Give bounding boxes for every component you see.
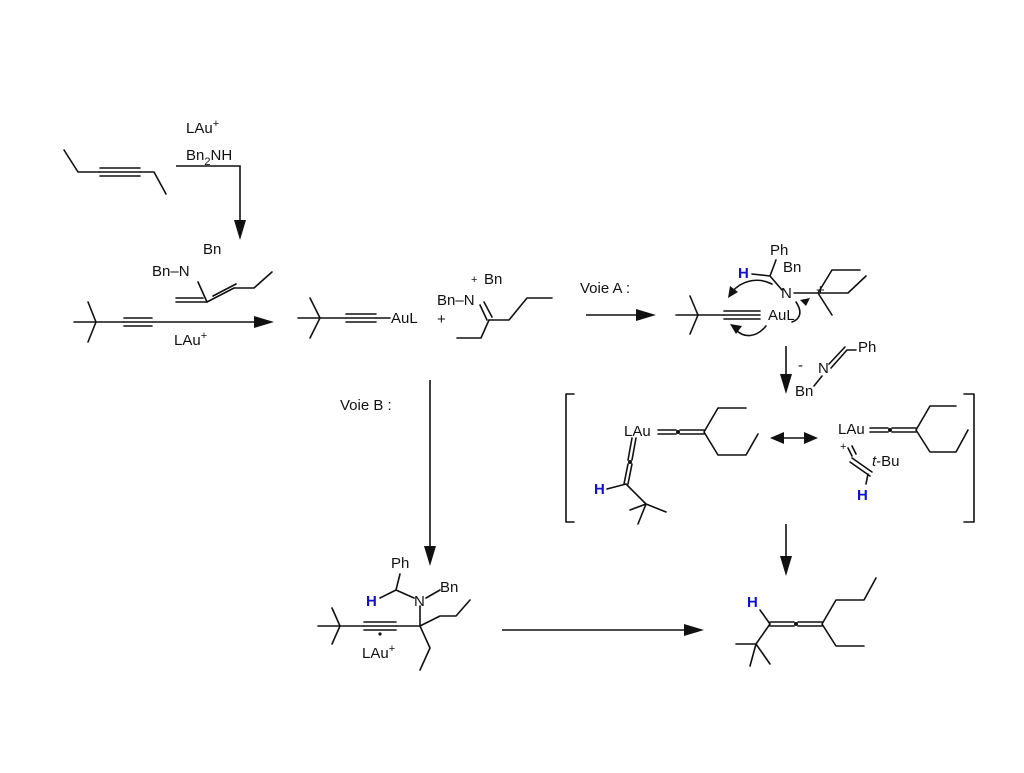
- res-left-lau: LAu: [624, 423, 651, 440]
- iminium-charge: +: [471, 274, 477, 286]
- amine-h-blue: H: [366, 593, 377, 610]
- imine-n: N: [818, 360, 829, 377]
- svg-text:LAu+: LAu+: [174, 330, 207, 349]
- amine-n: N: [414, 593, 425, 610]
- gold-acetylide: AuL: [297, 297, 418, 339]
- arrow-b-to-allene: [502, 624, 704, 636]
- iminium-bn-top: Bn: [484, 271, 502, 288]
- complex-plus: +: [816, 282, 825, 299]
- complex-bn: Bn: [783, 259, 801, 276]
- enamine-bn-top: Bn: [203, 241, 221, 258]
- svg-text:t-Bu: t-Bu: [872, 453, 900, 470]
- iminium-bn-n: Bn–N: [437, 292, 475, 309]
- bottom-lau-text: LAu: [362, 645, 389, 662]
- complex-ph: Ph: [770, 242, 788, 259]
- voie-b-label: Voie B :: [340, 397, 392, 414]
- voie-a-label: Voie A :: [580, 280, 630, 297]
- amine-nh-text: NH: [210, 147, 232, 164]
- allene-h-blue: H: [747, 594, 758, 611]
- resonance-arrow: [770, 432, 818, 444]
- elimination-arrow: -: [780, 346, 803, 394]
- complex-aul: AuL: [768, 307, 795, 324]
- lau-below-charge: +: [201, 330, 207, 342]
- gold-iminium-complex: Ph H Bn N + AuL: [675, 242, 867, 337]
- resonance-right: LAu + t-Bu H: [838, 405, 969, 504]
- amine-bn: Bn: [440, 579, 458, 596]
- propargylamine-gold-complex: Ph H N Bn LAu+: [317, 555, 471, 671]
- amine-bn-text: Bn: [186, 147, 204, 164]
- hexyne-molecule: [63, 149, 167, 195]
- imine-bn: Bn: [795, 383, 813, 400]
- voie-b-arrow: Voie B :: [340, 380, 436, 566]
- res-right-lau: LAu: [838, 421, 865, 438]
- enamine-molecule: Bn Bn–N: [152, 241, 273, 303]
- svg-text:LAu+: LAu+: [186, 118, 219, 137]
- complex-n: N: [781, 285, 792, 302]
- svg-text:LAu+: LAu+: [362, 643, 395, 662]
- arrow-to-allene: [780, 524, 792, 576]
- voie-a-arrow: Voie A :: [580, 280, 656, 321]
- aul-label: AuL: [391, 310, 418, 327]
- tbu-rest: -Bu: [876, 453, 899, 470]
- enamine-bn-n: Bn–N: [152, 263, 190, 280]
- plus-sign: +: [437, 311, 446, 328]
- reaction-arrow-1: LAu+: [152, 316, 274, 349]
- elimination-minus: -: [798, 357, 803, 374]
- iminium-ion: + Bn Bn–N: [437, 271, 553, 339]
- allene-product: H: [735, 577, 877, 667]
- svg-text:Bn2NH: Bn2NH: [186, 147, 232, 168]
- amination-arrow: [176, 165, 246, 240]
- lau-reagent-charge: +: [213, 118, 219, 130]
- complex-h-blue: H: [738, 265, 749, 282]
- tbu-alkyne-molecule: [73, 301, 153, 343]
- imine-ph: Ph: [858, 339, 876, 356]
- lau-reagent-text: LAu: [186, 120, 213, 137]
- reagents-label: LAu+ Bn2NH: [186, 118, 232, 168]
- bottom-lau-charge: +: [389, 643, 395, 655]
- released-imine: N Ph Bn: [795, 339, 876, 400]
- res-right-h-blue: H: [857, 487, 868, 504]
- resonance-bracket: [565, 393, 975, 523]
- amine-ph: Ph: [391, 555, 409, 572]
- res-right-plus: +: [840, 441, 846, 453]
- res-left-h-blue: H: [594, 481, 605, 498]
- tbu-t: t: [872, 453, 877, 470]
- amine-subscript: 2: [204, 156, 210, 168]
- lau-below-text: LAu: [174, 332, 201, 349]
- resonance-left: LAu H: [594, 407, 759, 525]
